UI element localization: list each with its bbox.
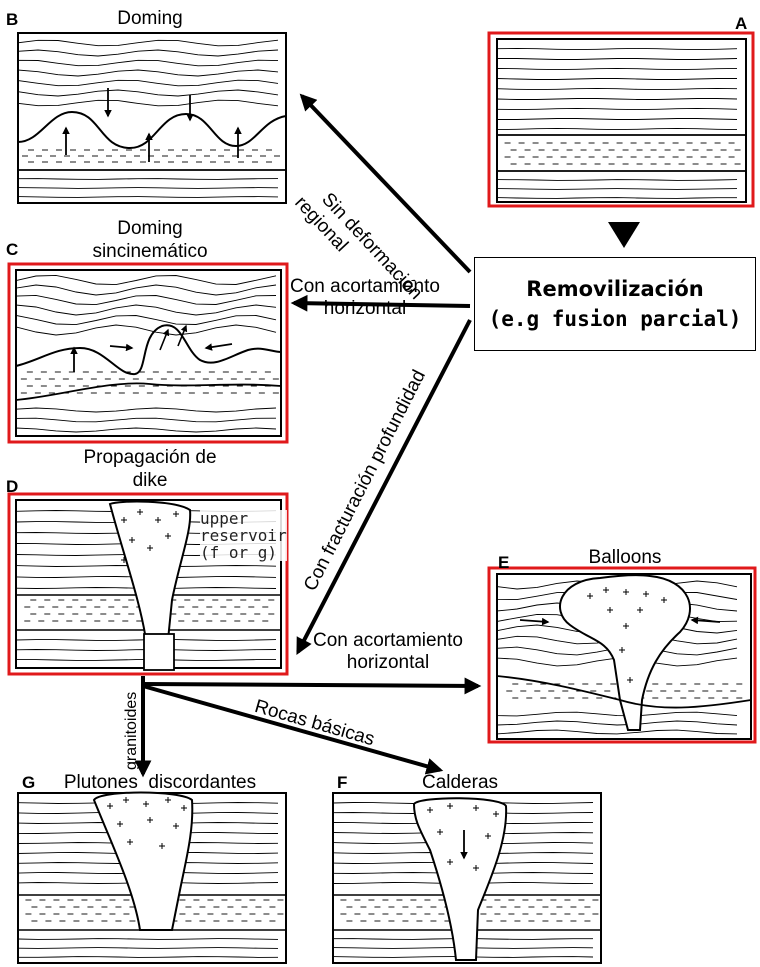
upper-reservoir-line2: reservoir	[200, 527, 287, 544]
panel-g-letter: G	[22, 773, 35, 793]
panel-a-letter: A	[735, 14, 747, 34]
panel-b-letter: B	[6, 10, 18, 30]
removilizacion-title: Removilización	[526, 274, 703, 304]
removilizacion-subtitle: (e.g fusion parcial)	[489, 304, 742, 334]
panel-b	[18, 33, 286, 203]
panel-d-letter: D	[6, 477, 18, 497]
panel-c-title-line1: Doming	[50, 217, 250, 240]
upper-reservoir-line3: (f or g)	[200, 544, 287, 561]
label-con-acortamiento-e: Con acortamiento horizontal	[313, 630, 463, 674]
panel-b-frame	[18, 33, 286, 203]
panel-f	[333, 793, 601, 963]
arrow-to-e	[143, 684, 478, 686]
panel-c-letter: C	[6, 240, 18, 260]
panel-e-title: Balloons	[545, 546, 705, 569]
panel-c-title-line2: sincinemático	[50, 240, 250, 263]
panel-e-letter: E	[498, 553, 509, 573]
panel-g-title: Plutones discordantes	[40, 771, 280, 794]
removilizacion-box: Removilización (e.g fusion parcial)	[474, 257, 756, 351]
panel-d-conduit	[144, 634, 174, 670]
panel-c	[9, 264, 287, 442]
label-con-acortamiento-e-line2: horizontal	[313, 652, 463, 674]
panel-f-title: Calderas	[380, 771, 540, 794]
label-con-acortamiento-c: Con acortamiento horizontal	[290, 276, 440, 320]
label-con-acortamiento-e-line1: Con acortamiento	[313, 630, 463, 652]
panel-d-title-line2: dike	[50, 469, 250, 492]
panel-d-title: Propagación de dike	[50, 446, 250, 492]
panel-d-title-line1: Propagación de	[50, 446, 250, 469]
panel-a-frame	[497, 39, 746, 202]
label-con-acortamiento-c-line2: horizontal	[290, 298, 440, 320]
label-con-acortamiento-c-line1: Con acortamiento	[290, 276, 440, 298]
upper-reservoir-label: upper reservoir (f or g)	[200, 510, 287, 561]
panel-e	[489, 568, 755, 742]
arrow-a-to-box-icon	[608, 222, 640, 248]
panel-f-letter: F	[337, 773, 347, 793]
panel-c-title: Doming sincinemático	[50, 217, 250, 263]
panel-b-title: Doming	[70, 7, 230, 30]
arrow-to-d	[298, 320, 470, 652]
panel-g	[18, 793, 286, 964]
label-granitoides: granitoides	[121, 692, 143, 770]
panel-a	[489, 33, 753, 206]
upper-reservoir-line1: upper	[200, 510, 287, 527]
